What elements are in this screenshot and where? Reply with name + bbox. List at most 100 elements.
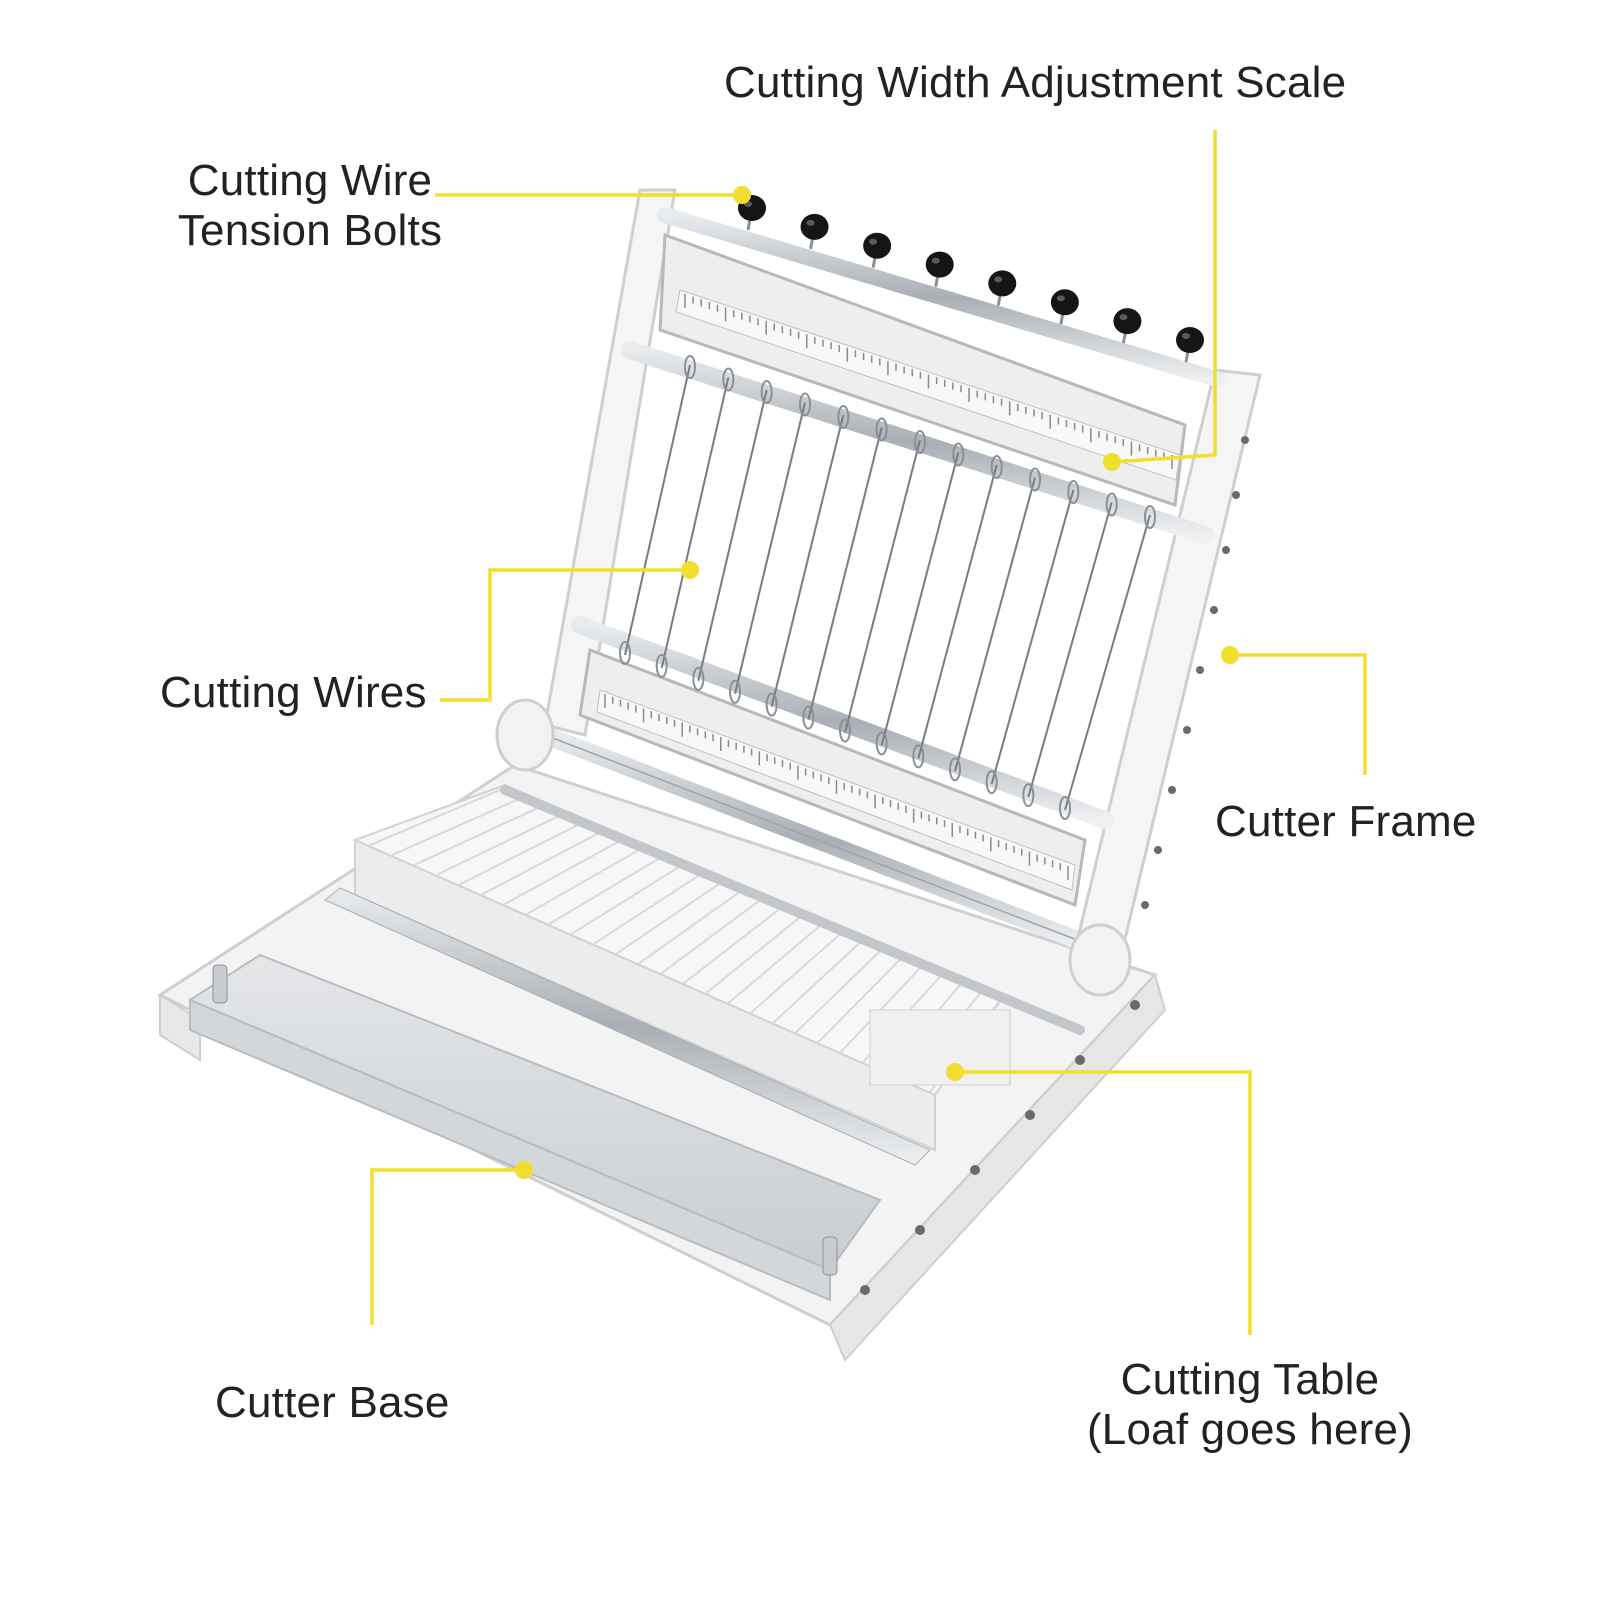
wire-clip	[799, 392, 811, 417]
base-end-left	[159, 993, 201, 1062]
table-slot	[750, 933, 841, 1014]
cutting-wire	[844, 439, 921, 733]
callout-line-table	[955, 1070, 1252, 1335]
label-bolts-line-2: Tension Bolts	[177, 206, 443, 255]
wire-clip	[1059, 796, 1071, 820]
cutting-wire	[697, 389, 768, 682]
table-slot	[638, 890, 741, 965]
cutting-wire	[1064, 514, 1151, 811]
cutting-wire	[954, 477, 1036, 772]
tension-bolt-highlight	[1119, 314, 1128, 321]
wire-clip	[684, 355, 696, 379]
table-slot	[459, 823, 581, 886]
table-slot	[727, 924, 821, 1004]
wire-clip	[1022, 783, 1035, 808]
lower-scale-ticks	[604, 694, 1069, 880]
wire-clip	[875, 417, 888, 442]
top-bar	[657, 207, 1228, 388]
tension-bolt-highlight	[994, 276, 1003, 283]
cutting-wire	[807, 427, 883, 720]
label-base: Cutter Base	[215, 1378, 450, 1428]
upper-scale-ticks	[684, 294, 1173, 469]
tension-bolt-highlight	[1182, 333, 1190, 339]
cutting-wire	[917, 464, 998, 759]
frame-hinge-right	[1068, 923, 1132, 997]
wire-clip	[1067, 480, 1080, 504]
cutting-wire	[770, 414, 845, 707]
wire-clips-upper	[684, 355, 1156, 529]
table-slot	[660, 899, 761, 975]
cutter-frame	[495, 188, 1262, 997]
wire-clip	[990, 455, 1003, 479]
tension-bolt	[863, 232, 892, 259]
lower-roller	[500, 726, 1099, 1035]
label-bolts-line-1: Cutting Wire	[187, 156, 433, 205]
label-wires-text: Cutting Wires	[160, 668, 427, 717]
table-slot	[503, 840, 621, 906]
label-frame-text: Cutter Frame	[1215, 797, 1477, 846]
frame-hinge-left	[495, 698, 555, 772]
label-table: Cutting Table (Loaf goes here)	[1070, 1355, 1430, 1455]
table-slot	[481, 831, 601, 896]
wire-clip	[875, 731, 888, 756]
wire-clip	[722, 367, 735, 392]
table-front	[354, 838, 936, 1152]
table-slot	[794, 950, 881, 1034]
base-pin-right	[822, 1236, 838, 1276]
tension-bolt-highlight	[1056, 295, 1065, 302]
wire-clip	[952, 442, 965, 467]
wire-clip	[837, 405, 850, 429]
wire-clip	[729, 679, 741, 704]
tension-bolt	[1113, 308, 1142, 335]
table-guide-rail	[324, 887, 931, 1166]
label-base-text: Cutter Base	[215, 1378, 450, 1427]
callout-dot-scale	[1103, 453, 1121, 471]
label-frame: Cutter Frame	[1215, 797, 1477, 847]
wire-clip	[802, 705, 815, 730]
tension-bolt	[988, 270, 1017, 297]
callout-dot-base	[515, 1161, 533, 1179]
cutting-table	[324, 783, 1011, 1166]
callout-lines	[370, 130, 1367, 1335]
cutting-wire	[624, 364, 691, 656]
wire-clip	[655, 653, 668, 678]
table-slot	[414, 806, 541, 866]
cutting-wire	[660, 377, 730, 669]
callout-dot-bolts	[733, 186, 751, 204]
label-scale: Cutting Width Adjustment Scale	[724, 58, 1346, 108]
table-slot	[391, 797, 521, 856]
label-bolts: Cutting Wire Tension Bolts	[160, 156, 460, 256]
callout-line-wires	[440, 568, 690, 702]
tension-bolt	[1176, 327, 1204, 353]
tension-bolt-highlight	[806, 219, 815, 226]
table-slot	[593, 873, 701, 945]
callout-dot-table	[946, 1063, 964, 1081]
cutting-wire	[990, 489, 1075, 785]
wire-clip	[949, 757, 961, 782]
tension-bolt-highlight	[931, 257, 940, 264]
wire-clip	[912, 744, 925, 769]
tension-bolt	[800, 213, 829, 240]
wire-clip	[760, 380, 773, 404]
table-slot	[682, 907, 781, 985]
frame-holes	[1141, 436, 1249, 909]
tension-bolt	[925, 251, 954, 278]
tension-bolt-highlight	[869, 238, 878, 245]
cutting-wire	[734, 402, 806, 694]
table-slot	[705, 916, 801, 994]
wire-clip	[985, 770, 998, 795]
wire-clip	[1029, 467, 1041, 492]
wire-clip	[914, 430, 926, 454]
label-scale-text: Cutting Width Adjustment Scale	[724, 58, 1347, 107]
wire-clip	[692, 666, 705, 691]
cutting-wires-group	[624, 364, 1151, 811]
cutting-wire	[1027, 502, 1113, 798]
table-slot	[817, 958, 901, 1044]
table-slot	[571, 865, 681, 935]
upper-guide-bar	[621, 341, 1214, 544]
label-table-line-2: (Loaf goes here)	[1086, 1405, 1414, 1454]
label-table-line-1: Cutting Table	[1120, 1355, 1380, 1404]
table-slot	[526, 848, 641, 916]
tension-bolt	[1050, 289, 1079, 316]
table-slot	[772, 941, 861, 1024]
